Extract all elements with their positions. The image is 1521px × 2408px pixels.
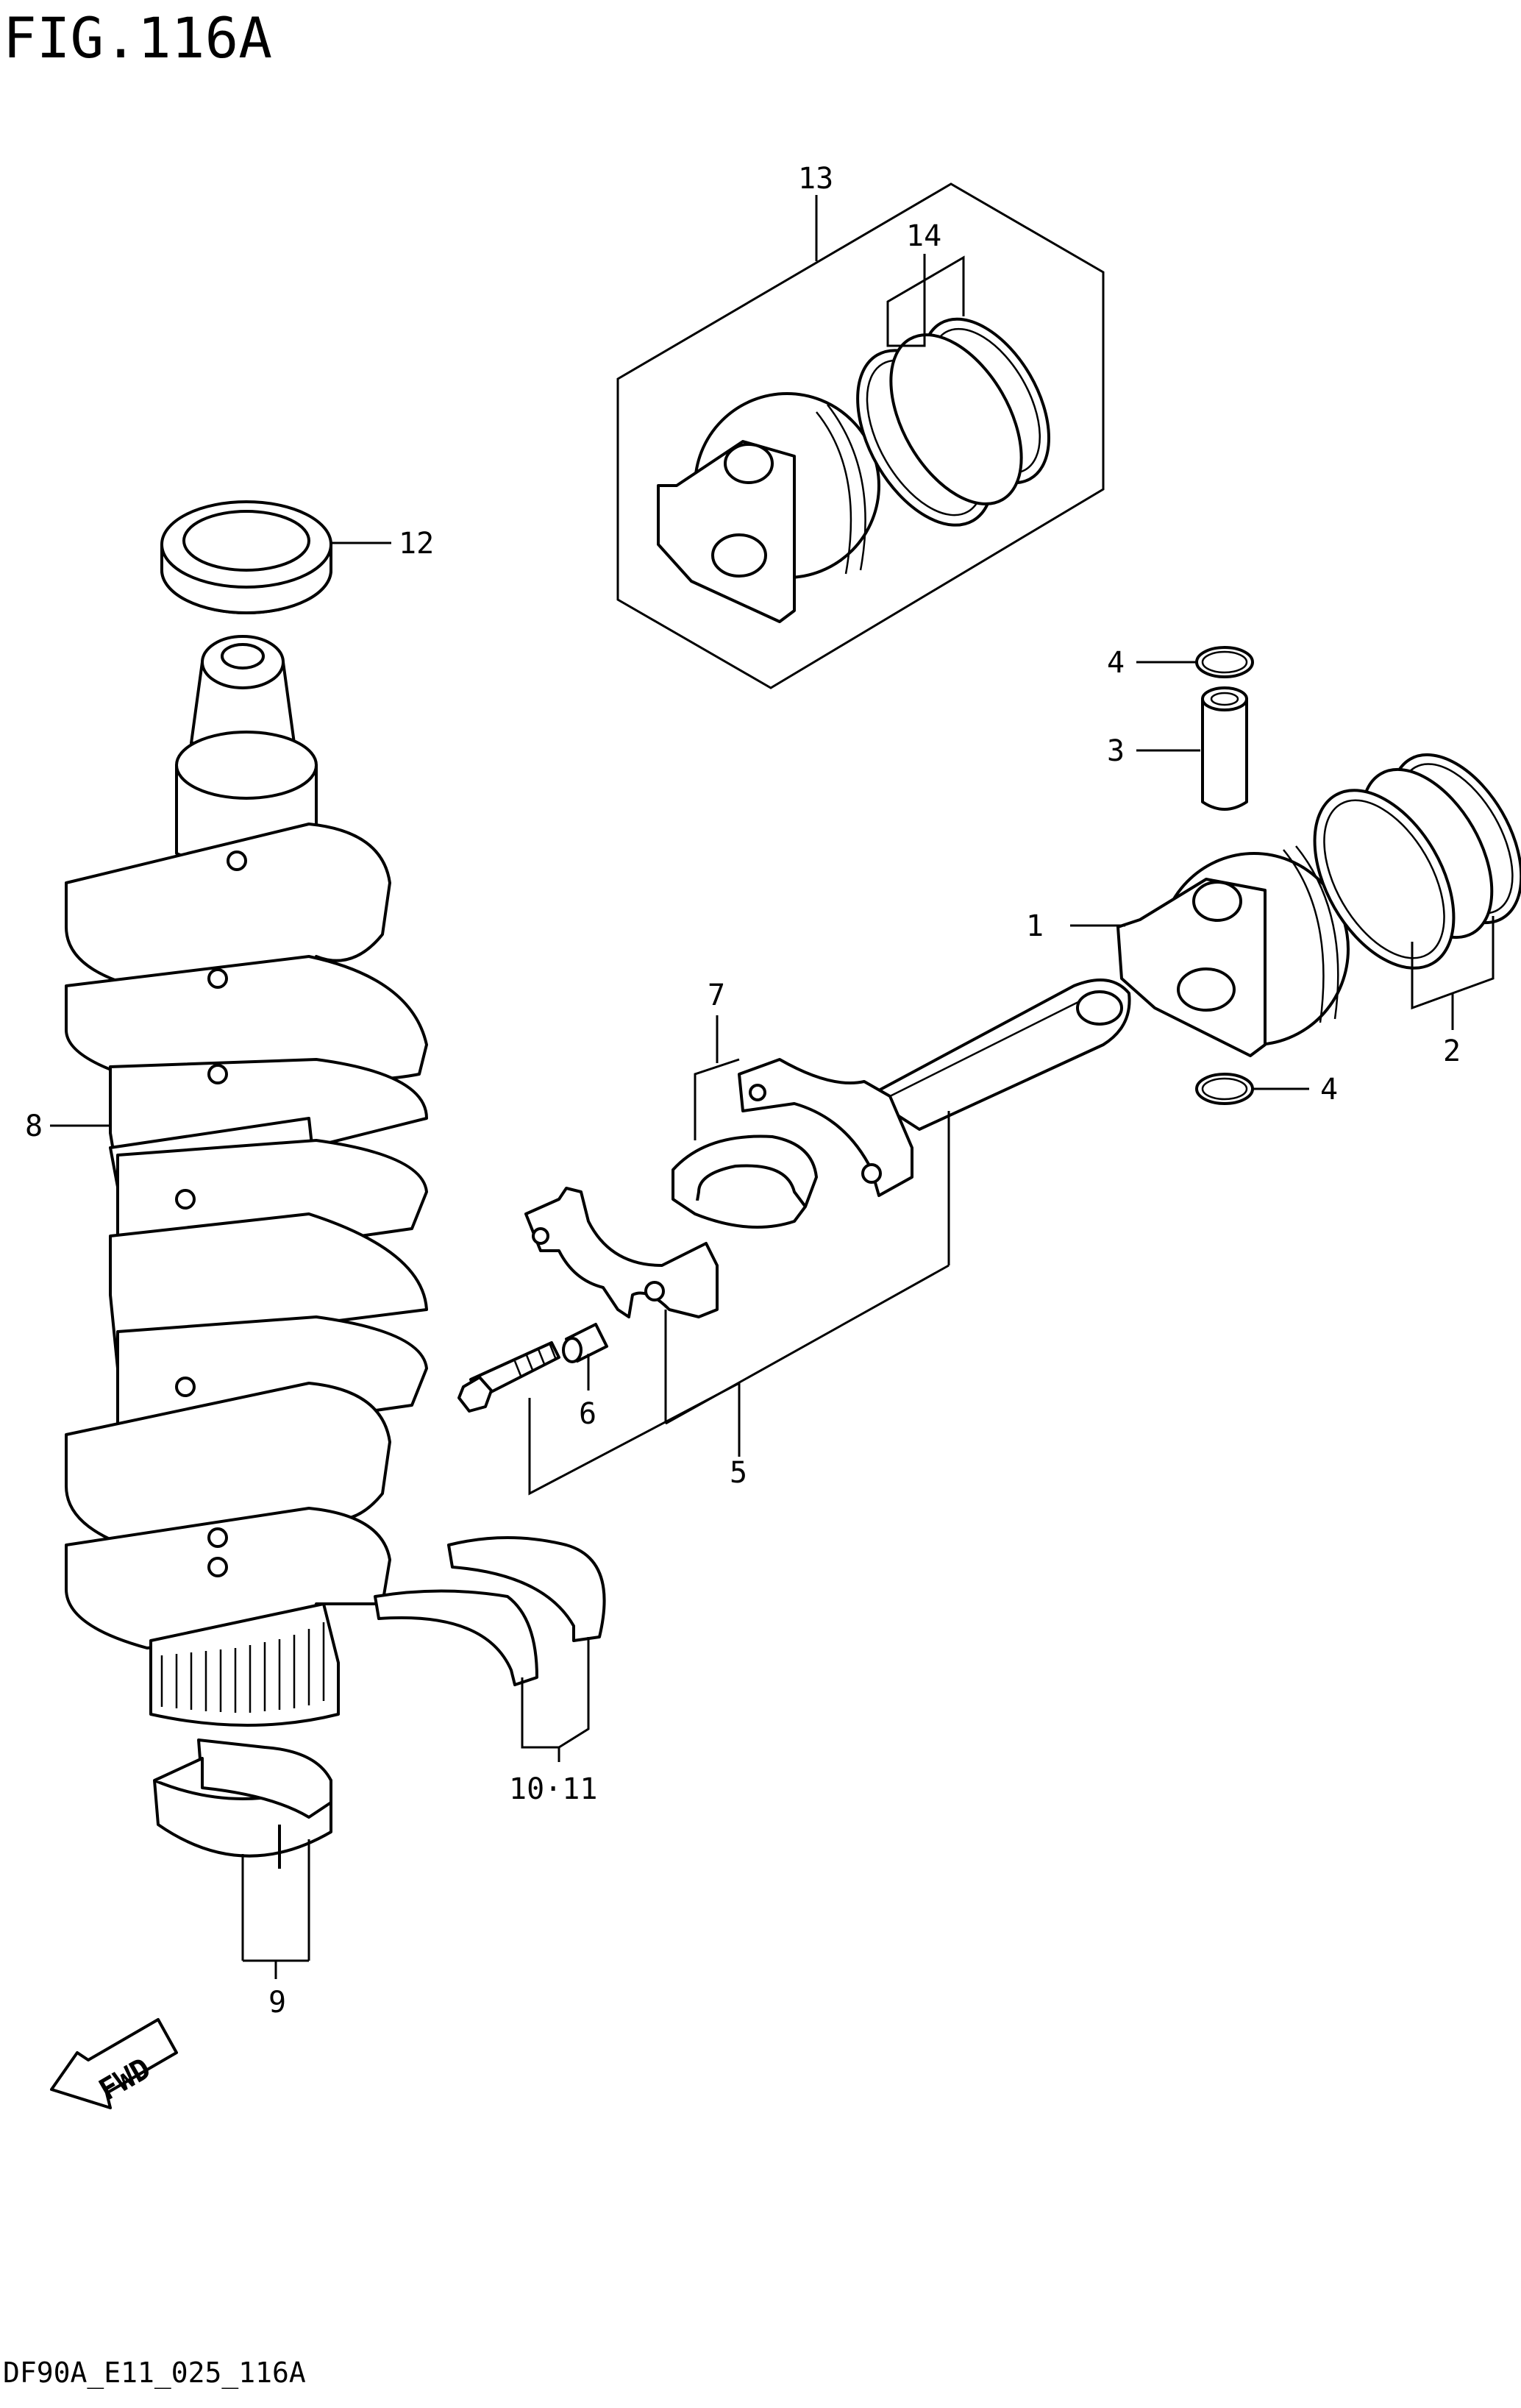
circlip-icon[interactable] <box>1195 1073 1254 1105</box>
callout-2: 2 <box>1443 1034 1461 1068</box>
connecting-rod-icon[interactable] <box>457 979 1131 1413</box>
callout-4-top: 4 <box>1107 646 1125 680</box>
circlip-icon[interactable] <box>1195 646 1254 678</box>
callout-7: 7 <box>708 979 725 1012</box>
piston-ring-set-icon[interactable] <box>1286 733 1521 992</box>
piston-assembly-frame <box>616 182 1105 689</box>
callout-8: 8 <box>25 1109 43 1143</box>
thrust-washer-icon[interactable] <box>374 1536 606 1762</box>
callout-12: 12 <box>399 527 434 561</box>
callout-9: 9 <box>268 1986 286 2020</box>
figure-title: FIG.116A <box>3 5 272 71</box>
callout-4-bottom: 4 <box>1320 1073 1338 1107</box>
piston-pin-icon[interactable] <box>1201 686 1248 811</box>
piston-ring-icon[interactable] <box>830 297 1075 548</box>
piston-assembly-group: 13 14 <box>616 162 1105 689</box>
callout-14: 14 <box>906 219 941 253</box>
callout-1: 1 <box>1026 909 1044 943</box>
fwd-arrow-icon: FWD <box>50 2018 178 2109</box>
callout-10-11: 10·11 <box>509 1772 597 1806</box>
figure-code: DF90A_E11_025_116A <box>3 2356 306 2390</box>
piston-icon[interactable] <box>1116 845 1350 1057</box>
callout-13: 13 <box>798 162 833 196</box>
callout-5: 5 <box>730 1456 747 1490</box>
callout-6: 6 <box>579 1397 596 1431</box>
crankshaft-icon[interactable] <box>65 635 428 1727</box>
piston-assembly-icon[interactable] <box>657 392 880 623</box>
oil-seal-icon[interactable] <box>160 500 332 614</box>
callout-3: 3 <box>1107 734 1125 768</box>
main-bearing-icon[interactable] <box>153 1738 332 1979</box>
